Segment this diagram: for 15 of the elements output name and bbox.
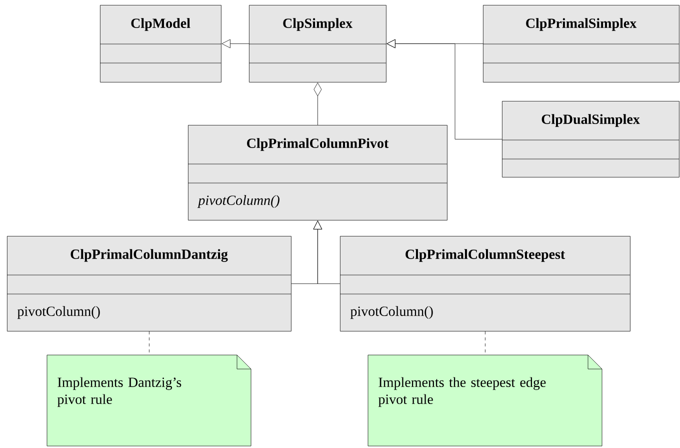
note-connector xyxy=(149,331,150,356)
inheritance-arrow xyxy=(386,39,502,140)
note: Implements Dantzig’s pivot rule xyxy=(46,354,252,446)
note: Implements the steepest edge pivot rule xyxy=(368,354,602,446)
class-box: ClpPrimalColumnDantzig pivotColumn() xyxy=(6,236,292,332)
class-box: ClpPrimalColumnSteepest pivotColumn() xyxy=(340,236,630,332)
class-box: ClpSimplex xyxy=(248,5,386,82)
inheritance-arrow xyxy=(313,220,340,284)
class-box: ClpModel xyxy=(100,5,222,82)
aggregation-line xyxy=(314,82,322,126)
class-box: ClpPrimalSimplex xyxy=(482,5,680,82)
class-box: ClpDualSimplex xyxy=(502,101,680,178)
class-box: ClpPrimalColumnPivot pivotColumn() xyxy=(188,125,448,220)
inheritance-arrow xyxy=(222,39,250,48)
note-connector xyxy=(485,331,486,356)
